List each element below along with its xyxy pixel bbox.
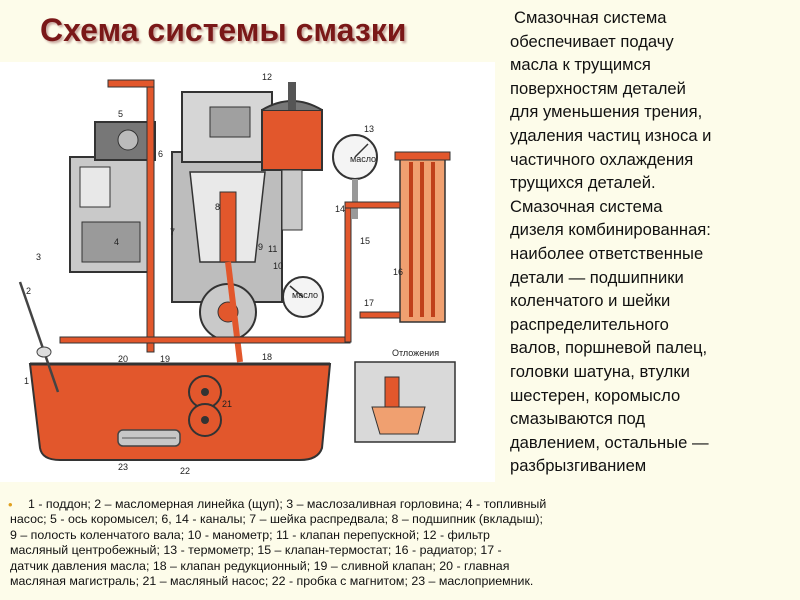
description-line: для уменьшения трения, xyxy=(510,102,703,122)
thermometer-gauge xyxy=(332,134,378,219)
description-line: поверхностям деталей xyxy=(510,78,686,98)
callout-10: 10 xyxy=(273,261,283,271)
legend-line: масляная магистраль; 21 – масляный насос… xyxy=(10,574,534,589)
callout-22: 22 xyxy=(180,466,190,476)
oil-pump xyxy=(188,375,222,437)
centrifugal-filter xyxy=(261,82,323,231)
description-line: распределительного xyxy=(510,314,669,334)
description-line: давлением, остальные — xyxy=(510,432,709,452)
deposits-label: Отложения xyxy=(392,348,439,358)
callout-21: 21 xyxy=(222,399,232,409)
fuel-pump xyxy=(69,121,156,273)
main-oil-gallery xyxy=(59,201,401,344)
description-line: детали — подшипники xyxy=(510,267,684,287)
description-line: обеспечивает подачу xyxy=(510,31,674,51)
description-line: трущихся деталей. xyxy=(510,173,656,193)
description-line: Смазочная система xyxy=(510,196,663,216)
description-line: дизеля комбинированная: xyxy=(510,220,711,240)
description-line: разбрызгиванием xyxy=(510,456,647,476)
legend-line: насос; 5 - ось коромысел; 6, 14 - каналы… xyxy=(10,512,543,527)
callout-12: 12 xyxy=(262,72,272,82)
callout-23: 23 xyxy=(118,462,128,472)
callout-14: 14 xyxy=(335,204,345,214)
callout-6: 6 xyxy=(158,149,163,159)
description-line: удаления частиц износа и xyxy=(510,125,712,145)
callout-2: 2 xyxy=(26,286,31,296)
callout-3: 3 xyxy=(36,252,41,262)
callout-17: 17 xyxy=(364,298,374,308)
engine-block xyxy=(171,91,283,363)
callout-11: 11 xyxy=(268,244,277,254)
legend-line: 1 - поддон; 2 – масломерная линейка (щуп… xyxy=(28,497,547,511)
callout-9: 9 xyxy=(258,242,263,252)
legend-line: масляный центробежный; 13 - термометр; 1… xyxy=(10,543,502,558)
legend-bullet: • xyxy=(8,497,13,512)
dipstick xyxy=(18,281,60,393)
callout-13: 13 xyxy=(364,124,374,134)
callout-4: 4 xyxy=(114,237,119,247)
pressure-gauge xyxy=(282,276,324,318)
callout-16: 16 xyxy=(393,267,403,277)
oil-channel-left xyxy=(107,79,155,353)
oil-pan xyxy=(28,362,332,461)
description-line: смазываются под xyxy=(510,409,646,429)
legend-line: 9 – полость коленчатого вала; 10 - маном… xyxy=(10,527,490,542)
legend-line: датчик давления масла; 18 – клапан редук… xyxy=(10,558,510,573)
description-line: валов, поршневой палец, xyxy=(510,338,708,358)
description-line: частичного охлаждения xyxy=(510,149,694,169)
oil-radiator xyxy=(394,151,451,323)
description-text: Смазочная система обеспечивает подачу масл… xyxy=(510,6,795,478)
slide-title: Схема системы смазки xyxy=(40,12,407,48)
callout-1: 1 xyxy=(24,376,29,386)
callout-20: 20 xyxy=(118,354,128,364)
callout-7: 7 xyxy=(170,227,175,237)
callout-5: 5 xyxy=(118,109,123,119)
description-line: наиболее ответственные xyxy=(510,243,704,263)
gauge-label-1: масло xyxy=(292,290,318,300)
description-line: масла к трущимся xyxy=(510,55,651,75)
callout-18: 18 xyxy=(262,352,272,362)
callout-15: 15 xyxy=(360,236,370,246)
description-line: шестерен, коромысло xyxy=(510,385,681,405)
description-line: коленчатого и шейки xyxy=(510,291,671,311)
deposits-inset xyxy=(354,361,456,443)
gauge-label-2: масло xyxy=(350,154,376,164)
callout-8: 8 xyxy=(215,202,220,212)
callout-19: 19 xyxy=(160,354,170,364)
description-line: Смазочная система xyxy=(514,8,667,27)
legend-text: • 1 - поддон; 2 – масломерная линейка (щ… xyxy=(8,497,795,589)
description-line: головки шатуна, втулки xyxy=(510,361,690,381)
lubrication-system-diagram: Отложения масло масло 1 2 3 4 5 6 7 8 9 … xyxy=(0,62,495,482)
